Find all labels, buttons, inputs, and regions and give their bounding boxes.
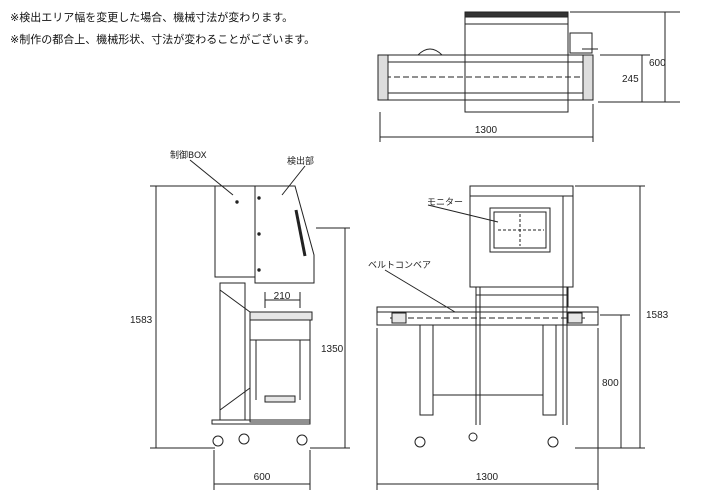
top-height-label: 600 [649,58,666,69]
side-caster-left [212,435,224,447]
side-view [150,159,350,490]
side-front-frame [249,317,311,423]
top-offset-label: 245 [622,74,639,85]
control-box-label: 制御BOX [170,149,207,161]
top-housing-edge [464,11,569,18]
detector-handle [294,209,307,257]
side-width-label: 600 [254,472,271,483]
top-motor-box [569,32,593,54]
front-conveyor-height-label: 800 [602,378,619,389]
note-manufacturing-shape: ※制作の都合上、機械形状、寸法が変わることがございます。 [10,33,316,46]
front-conveyor-belt [376,306,599,326]
front-leg-right [542,324,557,416]
monitor-label: モニター [427,197,463,208]
side-caster-right [296,434,308,446]
side-conveyor [249,311,313,321]
detector-housing [254,185,315,284]
front-caster-mid [468,432,478,442]
note-detection-width: ※検出エリア幅を変更した場合、機械寸法が変わります。 [10,11,294,24]
side-caster-mid [238,433,250,445]
front-length-label: 1300 [476,472,499,483]
top-length-label: 1300 [475,125,498,136]
side-opening-label: 210 [274,291,291,302]
front-total-height-label: 1583 [646,310,669,321]
front-leg-left [419,324,434,416]
side-total-height-label: 1583 [130,315,153,326]
front-view [376,185,645,490]
front-tunnel [475,286,569,308]
control-box [214,185,256,278]
detector-label: 検出部 [287,155,314,167]
monitor-screen [489,207,551,253]
belt-conveyor-label: ベルトコンベア [368,261,431,271]
side-conveyor-height-label: 1350 [321,344,344,355]
front-caster-right [547,436,559,448]
top-motor-cover [417,48,443,56]
top-view [377,11,680,142]
front-detector-housing [469,185,574,288]
front-caster-left [414,436,426,448]
side-rear-frame [219,282,246,421]
